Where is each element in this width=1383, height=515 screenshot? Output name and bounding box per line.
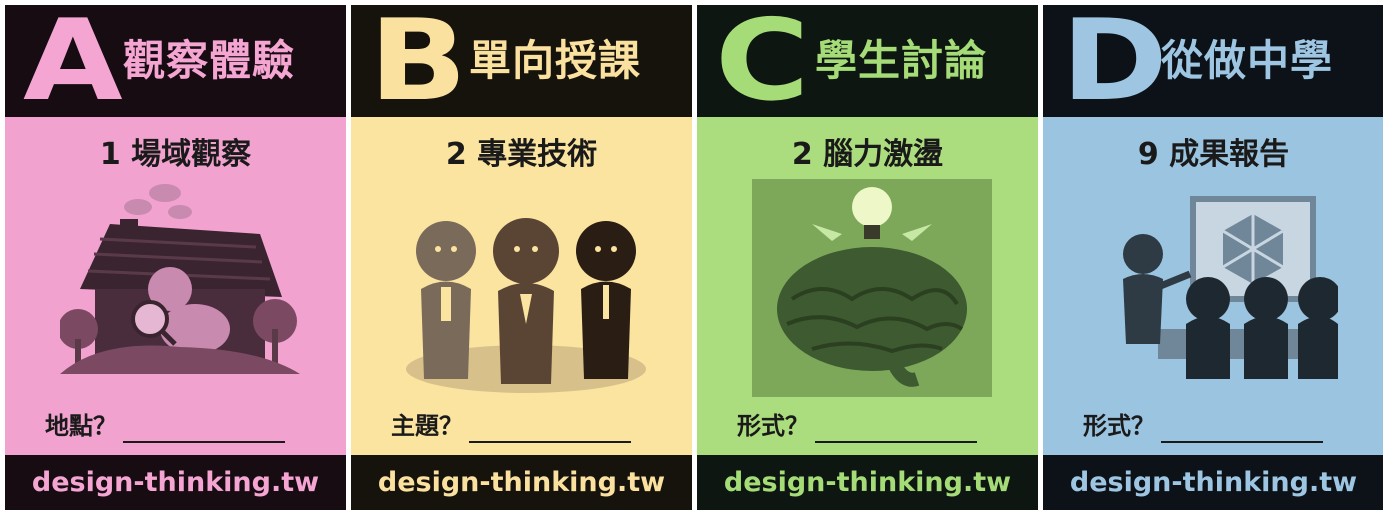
- card-letter: C: [715, 5, 810, 126]
- card-d-learning-by-doing: D 從做中學 9 成果報告 形式？ design: [1043, 5, 1383, 510]
- card-a-observation: A 觀察體驗 1 場域觀察: [5, 5, 346, 510]
- location-field: 地點？: [45, 409, 285, 449]
- card-title: 單向授課: [469, 36, 642, 85]
- card-subtitle: 2 專業技術: [445, 137, 598, 172]
- three-experts-icon: [406, 218, 646, 393]
- card-subtitle: 9 成果報告: [1137, 137, 1290, 172]
- card-b-lecture: B 單向授課 2 專業技術 主題？ design-thinking.tw: [351, 5, 692, 510]
- format-field: 形式？: [737, 409, 977, 449]
- card-body: 2 腦力激盪 形式？: [697, 117, 1038, 455]
- format-field: 形式？: [1083, 409, 1323, 449]
- card-header: A 觀察體驗: [5, 5, 346, 117]
- field-label: 形式？: [1083, 412, 1155, 440]
- card-title: 學生討論: [815, 36, 988, 85]
- house-observer-icon: [60, 184, 300, 374]
- footer-url: design-thinking.tw: [31, 467, 320, 498]
- field-label: 地點？: [45, 412, 117, 440]
- card-footer: design-thinking.tw: [351, 455, 692, 510]
- card-letter: B: [369, 5, 467, 126]
- topic-field: 主題？: [391, 409, 631, 449]
- card-subtitle: 1 場域觀察: [99, 137, 252, 172]
- card-footer: design-thinking.tw: [5, 455, 346, 510]
- card-header: D 從做中學: [1043, 5, 1383, 117]
- card-header: C 學生討論: [697, 5, 1038, 117]
- blank-line: [469, 411, 631, 443]
- presentation-audience-icon: [1123, 196, 1338, 379]
- card-letter: A: [23, 5, 123, 126]
- brain-lightbulb-icon: [752, 179, 992, 397]
- card-title: 觀察體驗: [123, 36, 296, 85]
- blank-line: [815, 411, 977, 443]
- footer-url: design-thinking.tw: [1069, 467, 1358, 498]
- card-body: 9 成果報告 形式？: [1043, 117, 1383, 455]
- blank-line: [123, 411, 285, 443]
- blank-line: [1161, 411, 1323, 443]
- field-label: 主題？: [391, 412, 463, 440]
- field-label: 形式？: [737, 412, 809, 440]
- card-title: 從做中學: [1161, 36, 1334, 85]
- card-footer: design-thinking.tw: [1043, 455, 1383, 510]
- card-c-discussion: C 學生討論 2 腦力激盪 形式？ design-thinking.tw: [697, 5, 1038, 510]
- footer-url: design-thinking.tw: [377, 467, 666, 498]
- card-body: 2 專業技術 主題？: [351, 117, 692, 455]
- card-subtitle: 2 腦力激盪: [791, 137, 944, 172]
- card-footer: design-thinking.tw: [697, 455, 1038, 510]
- card-letter: D: [1061, 5, 1168, 126]
- footer-url: design-thinking.tw: [723, 467, 1012, 498]
- card-header: B 單向授課: [351, 5, 692, 117]
- card-body: 1 場域觀察 地點？: [5, 117, 346, 455]
